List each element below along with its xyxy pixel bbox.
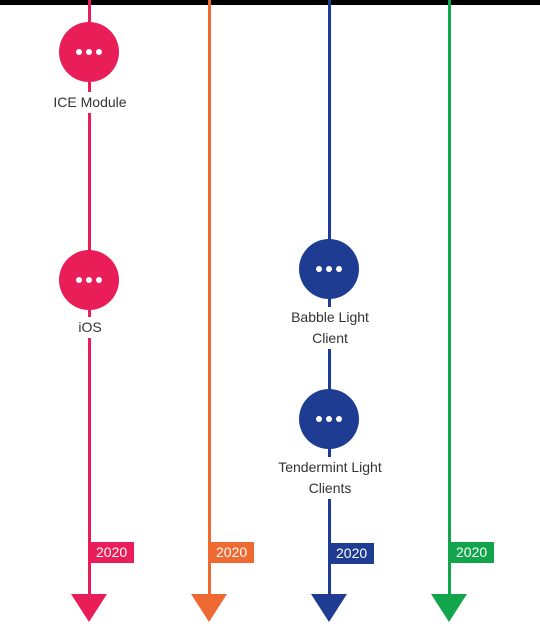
node-ice-module[interactable]: [59, 22, 119, 82]
node-ice-module-label: ICE Module: [40, 92, 140, 113]
lane-3-arrow-icon: [311, 594, 347, 622]
node-tendermint-light-clients-label: Tendermint Light Clients: [270, 457, 390, 499]
more-dots-icon: [76, 49, 102, 55]
more-dots-icon: [316, 266, 342, 272]
node-ios-label: iOS: [73, 317, 107, 338]
lane-2-year-badge: 2020: [209, 542, 255, 563]
node-babble-light-client[interactable]: [299, 239, 359, 299]
lane-2-line: [208, 0, 211, 600]
lane-4-year-badge: 2020: [449, 542, 495, 563]
lane-4-arrow-icon: [431, 594, 467, 622]
more-dots-icon: [76, 277, 102, 283]
lane-2-arrow-icon: [191, 594, 227, 622]
lane-3-year-badge: 2020: [329, 543, 375, 564]
more-dots-icon: [316, 416, 342, 422]
lane-3-line: [328, 0, 331, 600]
top-bar: [0, 0, 540, 5]
lane-4-line: [448, 0, 451, 600]
node-babble-light-client-label: Babble Light Client: [280, 307, 380, 349]
lane-1-arrow-icon: [71, 594, 107, 622]
node-tendermint-light-clients[interactable]: [299, 389, 359, 449]
node-ios[interactable]: [59, 250, 119, 310]
lane-1-year-badge: 2020: [89, 542, 135, 563]
